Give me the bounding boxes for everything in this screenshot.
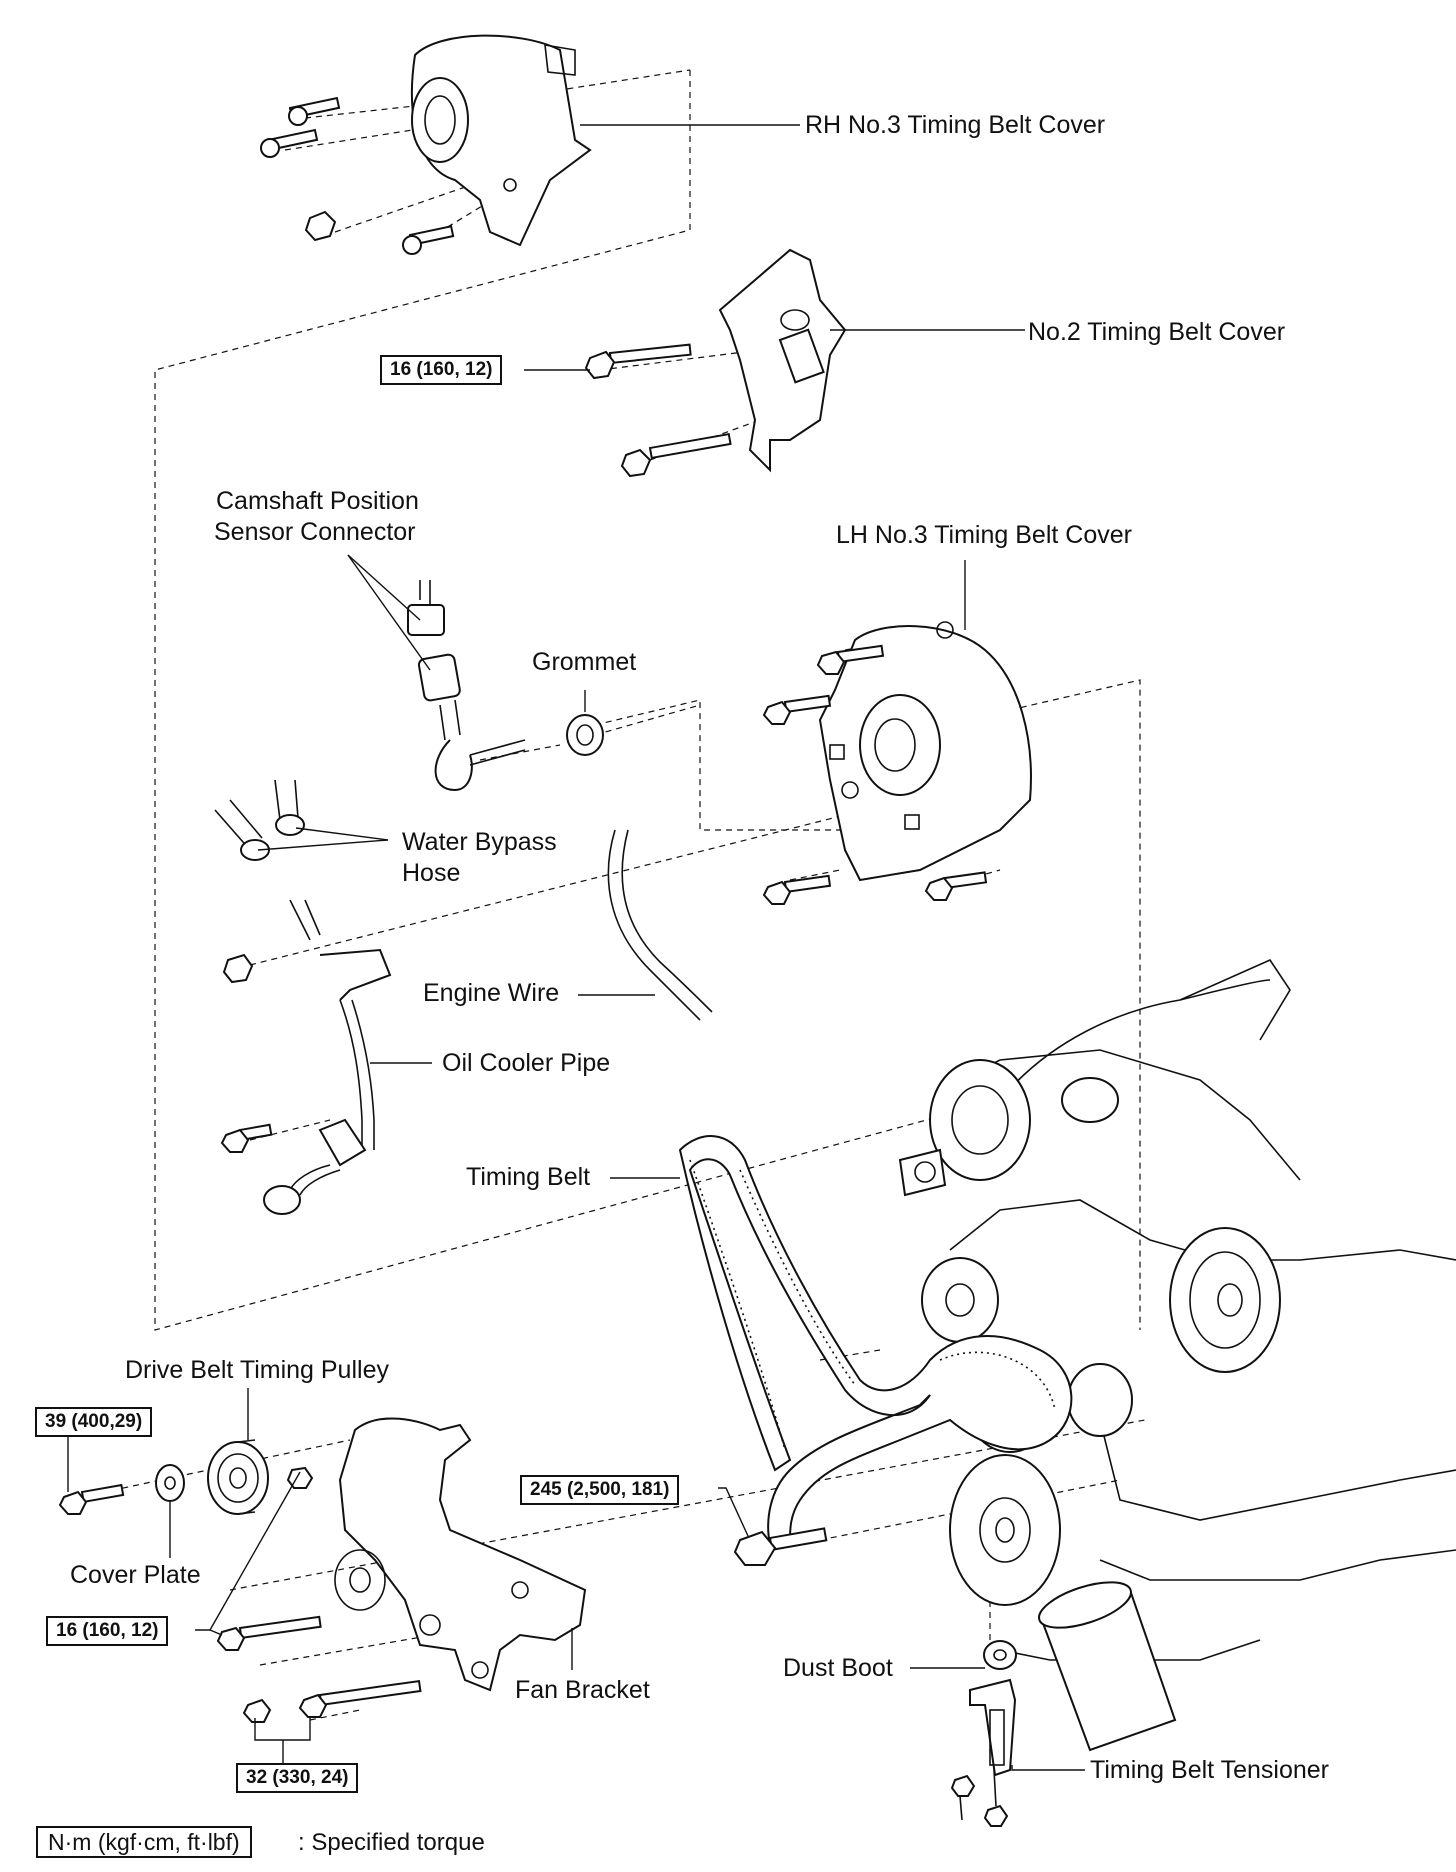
cover-plate-drawing [155,1464,185,1502]
label-water-bypass-line1: Water Bypass [402,828,557,856]
no2-timing-belt-cover-drawing [718,248,847,473]
label-water-bypass-line2: Hose [402,859,461,887]
label-timing-belt-tensioner: Timing Belt Tensioner [1090,1756,1330,1784]
label-rh-no3-timing-belt-cover: RH No.3 Timing Belt Cover [805,111,1106,139]
rh-no3-timing-belt-cover-drawing [411,34,592,247]
torque-fan-bracket-nut: 32 (330, 24) [236,1763,359,1793]
camshaft-sensor-connector-drawing [407,580,526,792]
oil-cooler-pipe-bolts [220,953,273,1153]
drive-belt-timing-pulley-drawing [207,1439,269,1515]
oil-cooler-pipe-drawing [263,899,392,1215]
leader-lines [67,124,1085,1773]
torque-pulley-bolt: 39 (400,29) [35,1407,153,1437]
water-bypass-hose-drawing [214,779,305,861]
no2-cover-bolts [584,343,732,478]
label-lh-no3-timing-belt-cover: LH No.3 Timing Belt Cover [836,521,1132,549]
label-cover-plate: Cover Plate [70,1561,201,1589]
torque-no2-cover-bolt: 16 (160, 12) [380,355,503,385]
pulley-bolt-drawing [58,1466,314,1515]
label-camshaft-position-line2: Sensor Connector [214,518,416,546]
label-dust-boot: Dust Boot [783,1654,893,1682]
engine-block-drawing [898,958,1456,1752]
legend-torque-units: N·m (kgf·cm, ft·lbf) [36,1826,252,1858]
lh-cover-bolts [762,644,988,905]
label-drive-belt-timing-pulley: Drive Belt Timing Pulley [125,1356,389,1384]
torque-fan-bracket-bolt: 16 (160, 12) [46,1616,169,1646]
torque-crankshaft-pulley-bolt: 245 (2,500, 181) [520,1475,680,1505]
dust-boot-drawing [983,1640,1017,1670]
grommet-drawing [566,714,604,756]
label-engine-wire: Engine Wire [423,979,560,1007]
rh-cover-bolts [260,96,455,255]
label-oil-cooler-pipe: Oil Cooler Pipe [442,1049,611,1077]
lh-no3-timing-belt-cover-drawing [818,621,1032,882]
engine-wire-drawing [607,829,713,1021]
label-no2-timing-belt-cover: No.2 Timing Belt Cover [1028,318,1286,346]
fan-bracket-drawing [334,1417,587,1692]
label-timing-belt: Timing Belt [466,1163,591,1191]
fan-bracket-bolts [216,1615,422,1723]
label-grommet: Grommet [532,648,637,676]
label-fan-bracket: Fan Bracket [515,1676,650,1704]
timing-belt-tensioner-drawing [950,1678,1017,1827]
crankshaft-pulley-bolt-drawing [733,1527,828,1566]
label-camshaft-position-line1: Camshaft Position [216,487,419,515]
legend-specified-torque: : Specified torque [298,1829,485,1856]
